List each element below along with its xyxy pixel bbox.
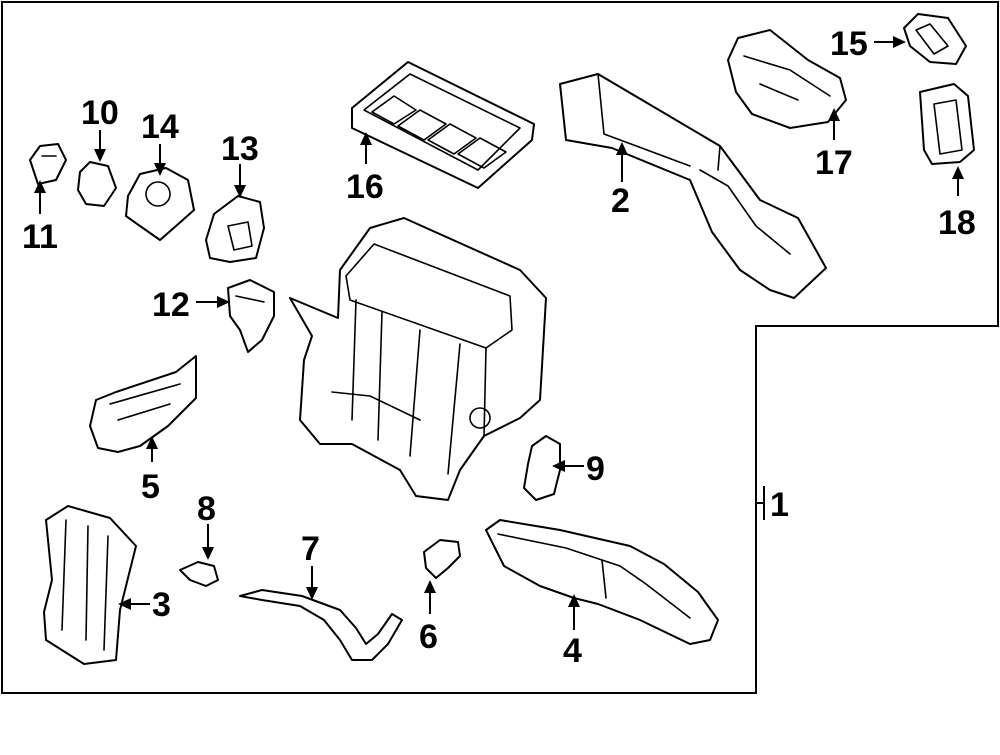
callout-12: 12: [152, 286, 190, 324]
callout-10: 10: [81, 94, 119, 132]
part-16-air-filter-frame: [351, 61, 535, 189]
part-4-rear-duct: [485, 519, 719, 645]
callout-15: 15: [830, 25, 868, 63]
callout-5: 5: [141, 468, 160, 506]
callout-4: 4: [563, 632, 582, 670]
part-14-motor-bracket: [125, 167, 195, 241]
part-11-sensor: [29, 143, 67, 185]
callout-9: 9: [586, 450, 605, 488]
callout-18: 18: [938, 204, 976, 242]
callout-16: 16: [346, 168, 384, 206]
part-1-hvac-case: [289, 217, 547, 501]
leader-1: [756, 486, 765, 520]
callout-14: 14: [141, 108, 179, 146]
part-7-drain-hose: [239, 589, 403, 661]
callout-6: 6: [419, 618, 438, 656]
callout-7: 7: [301, 530, 320, 568]
part-15-vent-ring: [903, 13, 967, 65]
callout-1: 1: [770, 486, 789, 524]
part-18-vent-grille: [919, 83, 975, 165]
callout-3: 3: [152, 586, 171, 624]
callout-2: 2: [611, 182, 630, 220]
part-12-resistor: [227, 279, 275, 353]
part-6-sensor-clip: [423, 539, 461, 579]
callout-labels: 1 2 3 4 5 6 7 8 9 10 11 12 13 14 15 16 1…: [22, 25, 976, 670]
part-8-sensor: [179, 561, 219, 587]
callout-8: 8: [197, 490, 216, 528]
part-17-duct-bracket: [727, 29, 847, 129]
callout-17: 17: [815, 144, 853, 182]
part-9-bracket: [523, 435, 561, 501]
diagram-frame: [1, 1, 999, 694]
leader-lines: [34, 36, 964, 630]
callout-13: 13: [221, 130, 259, 168]
part-5-duct-bracket: [89, 355, 197, 453]
part-3-floor-duct: [43, 505, 137, 665]
callout-11: 11: [22, 218, 58, 256]
part-10-actuator: [77, 161, 117, 207]
part-13-blower-housing: [205, 195, 265, 263]
